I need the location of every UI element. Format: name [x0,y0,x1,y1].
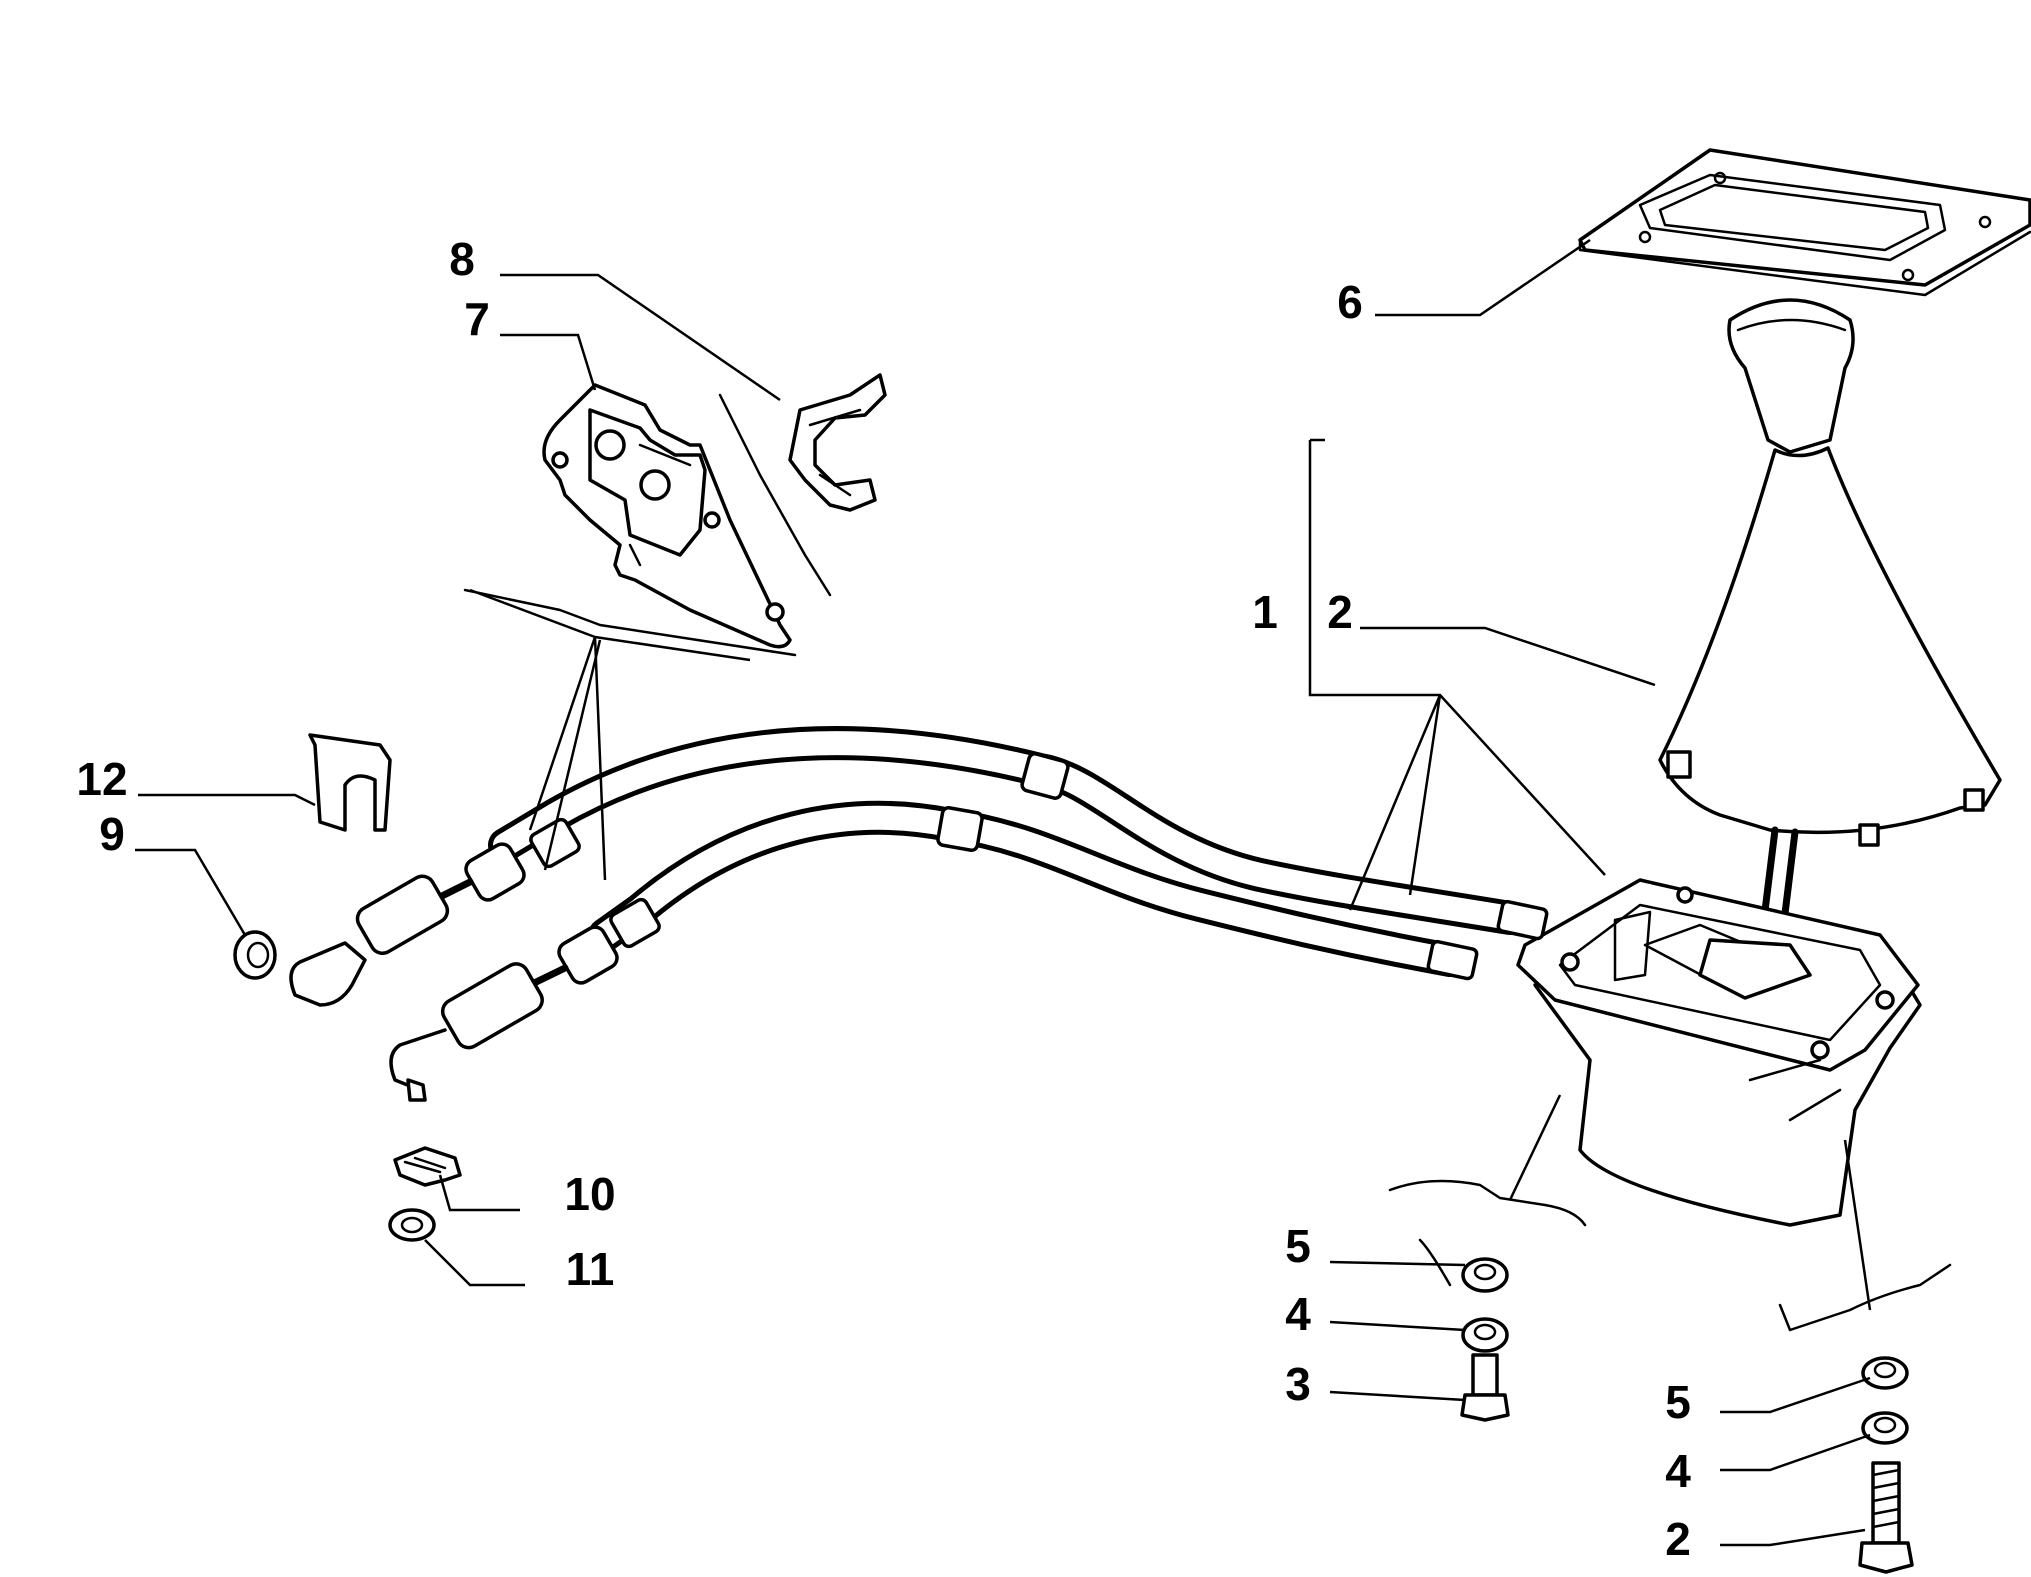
retaining-clip-8 [788,373,887,512]
bolt-3 [1460,1353,1510,1422]
cable-bracket [463,383,832,657]
label-10: 10 [564,1168,615,1220]
label-6: 6 [1337,276,1363,328]
label-12: 12 [76,753,127,805]
label-8: 8 [449,233,475,285]
label-3: 3 [1285,1358,1311,1410]
label-9: 9 [99,808,125,860]
cable-end-upper [289,817,581,1007]
clip-12 [308,733,392,832]
washer-5-left [1461,1257,1509,1293]
part-labels: 8 7 6 1 2 12 9 10 11 5 4 3 5 4 2 [76,233,1691,1565]
spring-clip-10 [393,1146,462,1187]
label-2-boot: 2 [1327,586,1353,638]
leader-lines [135,238,1872,1547]
gasket-plate [1578,148,2031,297]
washer-9 [233,930,277,980]
gear-cables [488,726,1549,981]
label-7: 7 [464,293,490,345]
label-5-left: 5 [1285,1220,1311,1272]
cable-end-lower [389,897,661,1102]
washer-5-right [1861,1356,1909,1390]
gear-boot [1658,446,2002,847]
gear-knob [1727,298,1855,454]
label-4-left: 4 [1285,1288,1311,1340]
bolt-2 [1858,1461,1914,1574]
label-4-right: 4 [1665,1445,1691,1497]
label-5-right: 5 [1665,1376,1691,1428]
washer-11 [388,1208,436,1242]
washer-4-left [1461,1317,1509,1353]
washer-4-right [1861,1411,1909,1445]
label-1: 1 [1252,586,1278,638]
label-2-bolt: 2 [1665,1513,1691,1565]
gear-selector-housing [1516,878,1922,1227]
label-11: 11 [566,1243,615,1295]
floor-outline [1388,1179,1952,1332]
